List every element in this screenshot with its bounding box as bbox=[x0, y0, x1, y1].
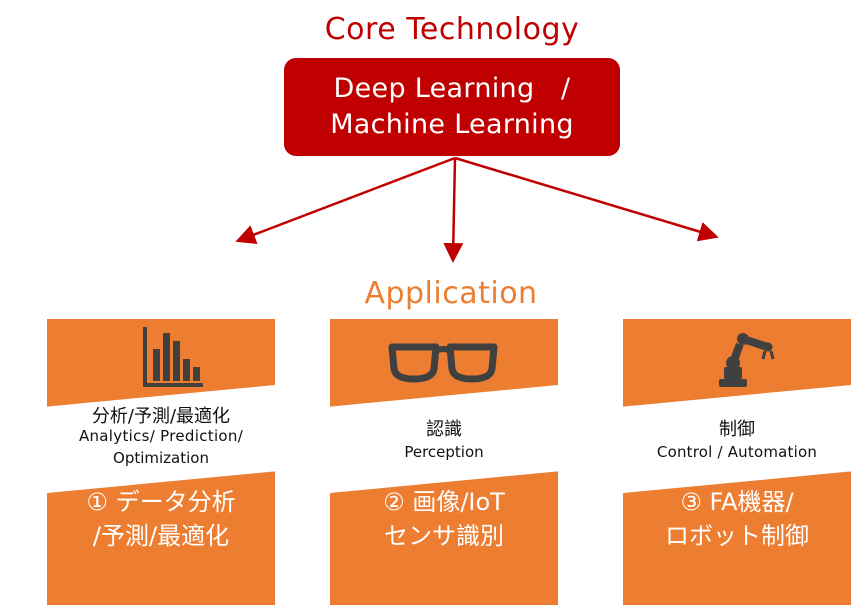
core-box-line-1: Deep Learning / bbox=[333, 73, 571, 104]
arrow-right bbox=[454, 156, 719, 242]
card-analytics-main-line-1: ① データ分析 bbox=[86, 488, 236, 516]
card-analytics-label-en-2: Optimization bbox=[113, 449, 209, 467]
card-control: 制御 Control / Automation ③ FA機器/ ロボット制御 bbox=[623, 319, 851, 605]
arrow-center bbox=[443, 157, 464, 263]
card-perception: 認識 Perception ② 画像/IoT センサ識別 bbox=[330, 319, 558, 605]
application-title: Application bbox=[364, 276, 538, 311]
card-control-main-line-1: ③ FA機器/ bbox=[680, 488, 794, 516]
bar-chart-icon bbox=[143, 327, 203, 387]
card-control-label-en: Control / Automation bbox=[656, 443, 818, 461]
core-box-line-2: Machine Learning bbox=[330, 109, 574, 140]
core-technology-box: Deep Learning / Machine Learning bbox=[284, 58, 620, 156]
card-control-label-jp: 制御 bbox=[719, 419, 755, 440]
card-perception-label-jp: 認識 bbox=[426, 419, 462, 440]
core-technology-title: Core Technology bbox=[324, 12, 580, 47]
card-analytics-label-en-1: Analytics/ Prediction/ bbox=[78, 427, 244, 445]
card-control-main-line-2: ロボット制御 bbox=[665, 522, 809, 550]
card-perception-main-line-2: センサ識別 bbox=[384, 522, 504, 550]
card-analytics: 分析/予測/最適化 Analytics/ Prediction/ Optimiz… bbox=[47, 319, 275, 605]
card-perception-main-line-1: ② 画像/IoT bbox=[383, 488, 505, 516]
glasses-icon bbox=[388, 343, 498, 383]
arrow-left bbox=[235, 156, 456, 244]
card-analytics-label-jp: 分析/予測/最適化 bbox=[91, 406, 231, 427]
card-perception-label-en: Perception bbox=[404, 443, 484, 461]
card-analytics-main-line-2: /予測/最適化 bbox=[92, 522, 230, 550]
robot-arm-icon bbox=[719, 333, 775, 387]
